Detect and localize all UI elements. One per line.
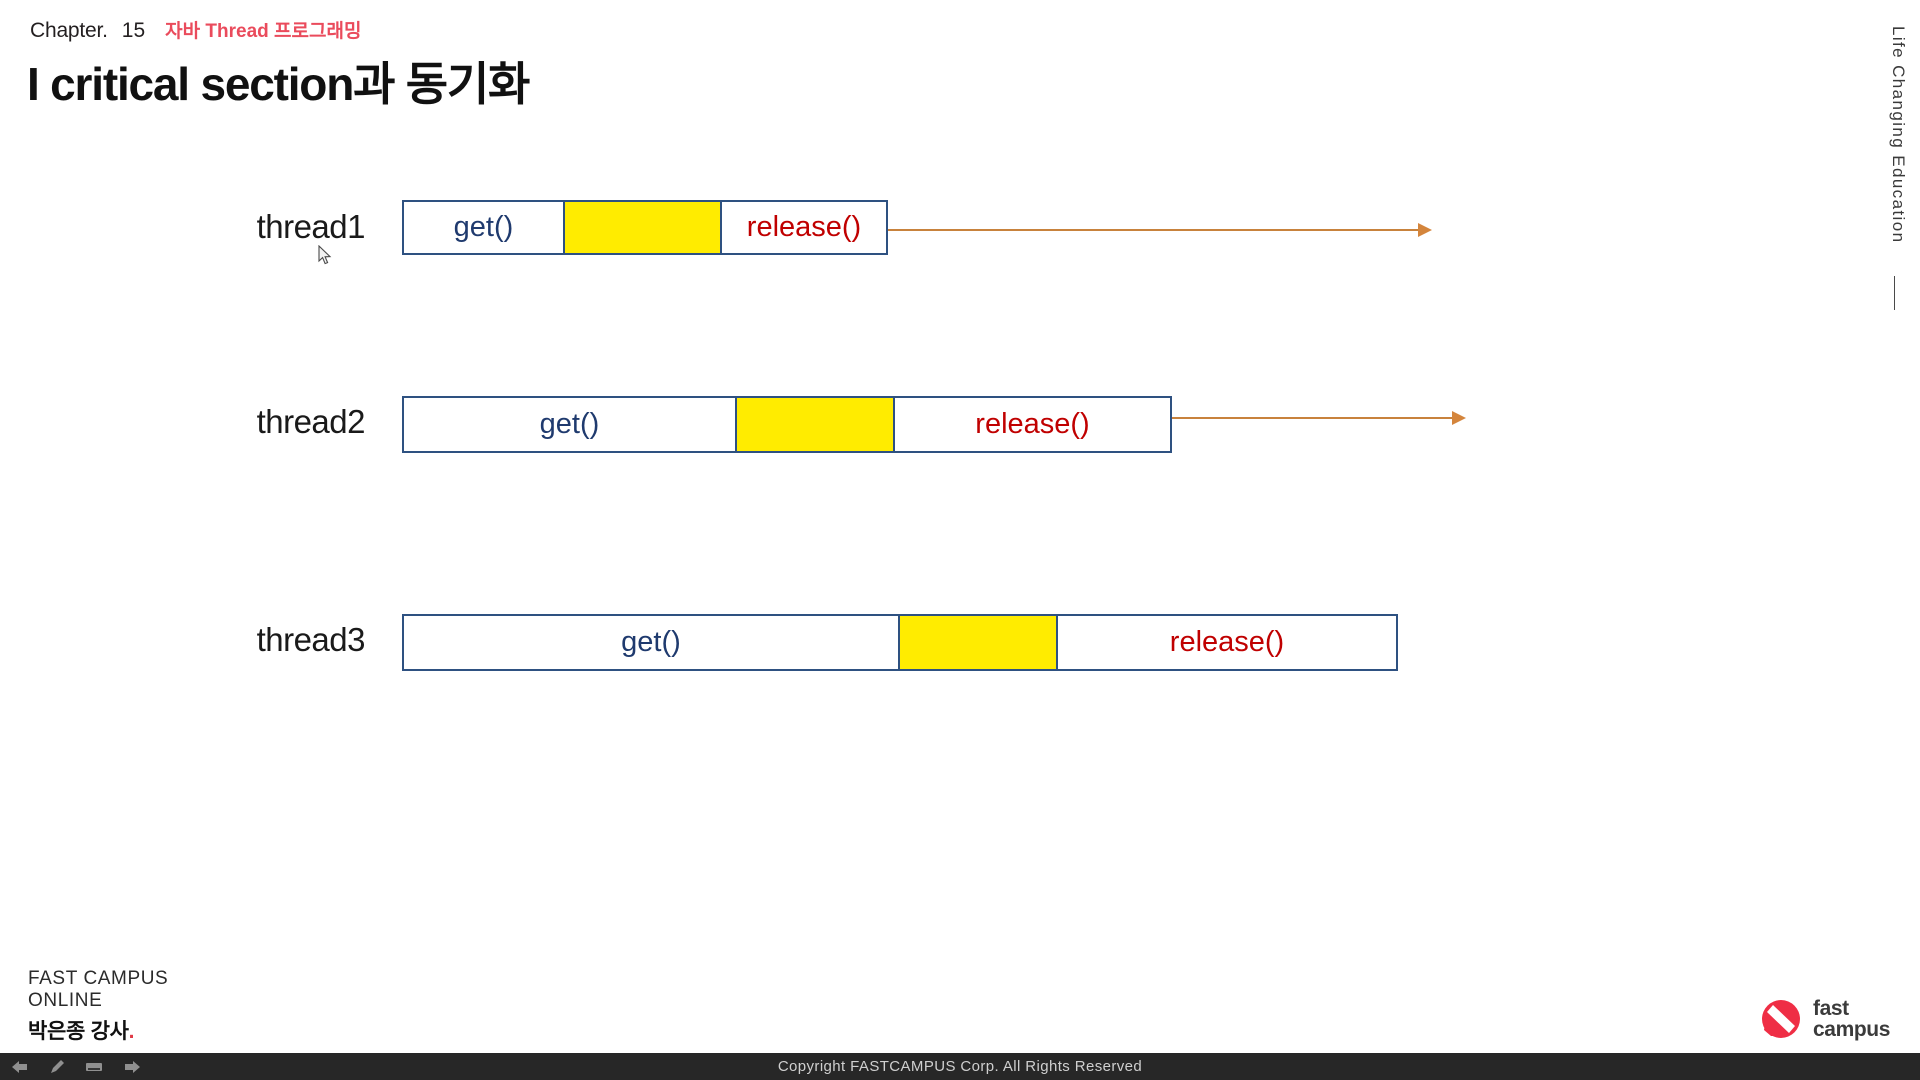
pen-icon[interactable]: [48, 1058, 66, 1076]
side-tagline: Life Changing Education: [1889, 26, 1908, 244]
fastcampus-logo-mark: [1762, 1000, 1801, 1039]
segment-critical-1: [563, 202, 722, 253]
fastcampus-logo-text: fast campus: [1813, 998, 1890, 1041]
footer-instructor: 박은종 강사.: [28, 1020, 168, 1045]
timeline-arrow-head-2: [1452, 411, 1466, 425]
footer-brand-line1: FAST CAMPUS: [28, 968, 169, 989]
chapter-line: Chapter. 15 자바 Thread 프로그래밍: [30, 16, 361, 43]
board-icon[interactable]: [84, 1059, 104, 1075]
segment-get-1: get(): [453, 211, 514, 243]
segment-get-3: get(): [621, 626, 681, 658]
thread-label-1: thread1: [256, 208, 366, 245]
page-title: I critical section과 동기화: [27, 58, 530, 110]
side-tagline-rule: [1894, 276, 1895, 310]
thread-label-2: thread2: [256, 403, 366, 440]
footer-instructor-name: 박은종 강사: [28, 1019, 129, 1043]
segment-critical-2: [735, 398, 895, 451]
back-arrow-icon[interactable]: [10, 1059, 30, 1075]
thread-bar-1: get() release(): [402, 200, 888, 255]
copyright-text: Copyright FASTCAMPUS Corp. All Rights Re…: [777, 1058, 1143, 1075]
logo-line-2: campus: [1813, 1018, 1890, 1042]
footer-left: FAST CAMPUS ONLINE 박은종 강사.: [28, 968, 168, 1045]
thread-bar-3: get() release(): [402, 614, 1398, 671]
chapter-topic: 자바 Thread 프로그래밍: [165, 21, 362, 42]
segment-release-2: release(): [975, 408, 1090, 440]
segment-critical-3: [898, 616, 1058, 669]
fastcampus-logo: fast campus: [1761, 998, 1890, 1041]
segment-release-3: release(): [1169, 626, 1285, 658]
player-controls: [0, 1053, 250, 1080]
footer-brand-line2: ONLINE: [28, 990, 103, 1012]
footer-instructor-dot: .: [128, 1019, 135, 1043]
segment-get-2: get(): [539, 408, 600, 440]
copyright-bar: Copyright FASTCAMPUS Corp. All Rights Re…: [0, 1053, 1920, 1080]
timeline-arrow-head-1: [1418, 223, 1432, 237]
timeline-arrow-line-1: [888, 229, 1422, 231]
timeline-arrow-line-2: [1172, 417, 1457, 419]
thread-label-3: thread3: [256, 621, 366, 658]
chapter-label: Chapter.: [30, 19, 108, 42]
mouse-pointer-icon: [318, 244, 334, 272]
segment-release-1: release(): [746, 211, 862, 243]
logo-line-1: fast: [1813, 997, 1849, 1020]
chapter-number: 15: [121, 19, 146, 42]
thread-bar-2: get() release(): [402, 396, 1172, 453]
forward-arrow-icon[interactable]: [122, 1059, 142, 1075]
